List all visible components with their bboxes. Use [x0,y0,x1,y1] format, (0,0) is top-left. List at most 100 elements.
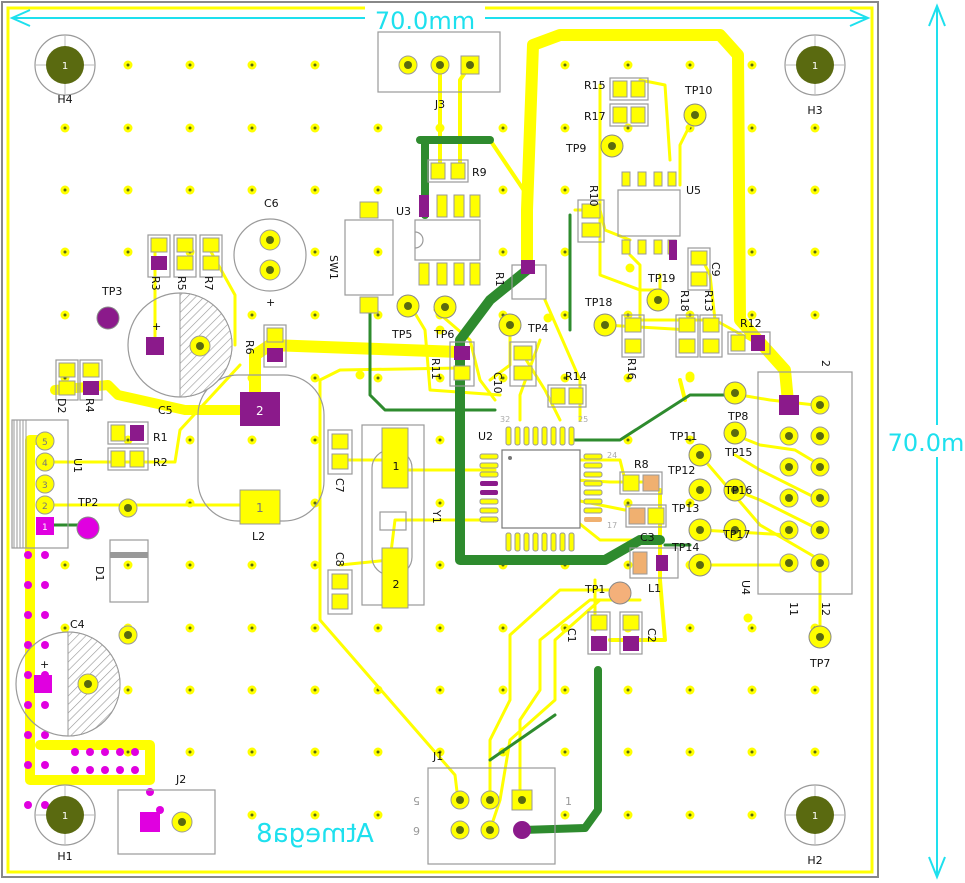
resistor-r18[interactable]: R18 [675,290,699,358]
thermal-via [41,641,49,649]
resistor-r17[interactable]: R17 [584,103,649,127]
ic-u3[interactable]: U3 [396,194,481,286]
inductor-l2[interactable]: 2 1 L2 [197,374,325,543]
via-hole [376,626,380,630]
via [625,263,635,273]
via-hole [626,438,630,442]
capacitor-c9[interactable]: C9 [669,240,722,291]
via-hole [563,188,567,192]
inductor-l1[interactable]: L1 [629,547,679,595]
via-hole [688,750,692,754]
capacitor-c8[interactable]: C8 [327,552,353,615]
connector-j3[interactable]: J3 [377,31,501,111]
via-hole [126,188,130,192]
u2-pin-left [479,507,499,514]
resistor-r11[interactable]: R11 [429,341,475,387]
connector-j2[interactable]: J2 [117,773,216,855]
thermal-via [24,671,32,679]
capacitor-c4[interactable]: + C4 [15,618,121,737]
l2-pin-2: 2 [256,404,264,418]
via-hole [188,688,192,692]
resistor-r16[interactable]: R16 [621,314,645,380]
crystal-y1[interactable]: 1 2 Y1 [361,424,443,609]
capacitor-c1[interactable]: C1 [565,611,611,655]
capacitor-c5[interactable]: + C5 [127,292,233,417]
tp-hole [816,633,824,641]
resistor-r12[interactable]: R12 [727,317,771,355]
switch-sw1[interactable]: SW1 [327,201,394,314]
capacitor-c6[interactable]: C6 + [233,197,307,309]
u2-pin-right [583,489,603,496]
label-tp1: TP1 [584,583,605,596]
via-hole [313,501,317,505]
c5-plus: + [152,320,161,333]
label-l2: L2 [252,530,265,543]
via-hole [188,63,192,67]
capacitor-c10[interactable]: C10 [491,341,537,394]
ic-u2-atmega8[interactable]: U2 32 25 24 17 [478,415,617,552]
u1-pin-2: 2 [42,502,48,512]
via-hole [313,313,317,317]
via-hole [188,626,192,630]
via [685,371,695,381]
resistor-r13[interactable]: R13 [699,290,723,358]
u2-pin-top [541,426,548,446]
capacitor-c7[interactable]: C7 [327,429,353,493]
u2-pin-right [583,471,603,478]
via-hole [813,250,817,254]
thermal-via [41,551,49,559]
label-u4: U4 [739,580,752,595]
label-tp2: TP2 [77,496,98,509]
via-hole [250,688,254,692]
resistor-r9[interactable]: R9 [427,159,487,183]
label-r15: R15 [584,79,606,92]
label-r14: R14 [565,370,587,383]
capacitor-c3[interactable]: C3 [625,504,667,544]
c6-plus: + [266,296,275,309]
via-hole [563,688,567,692]
via-hole [313,188,317,192]
label-tp19: TP19 [647,272,675,285]
thermal-via [24,701,32,709]
via-hole [126,438,130,442]
connector-j1[interactable]: 5 6 1 J1 [413,750,572,865]
resistor-r1[interactable]: R1 [107,421,168,445]
resistor-r14[interactable]: R14 [547,370,587,408]
via-hole [626,376,630,380]
tp-tp2[interactable] [76,516,100,540]
resistor-r10[interactable]: R10 [577,185,605,243]
u2-pin-right [584,517,602,522]
connector-u4[interactable]: 2 11 12 U4 [739,360,853,616]
label-c2: C2 [645,628,658,643]
label-c7: C7 [333,478,346,493]
thermal-via [101,748,109,756]
thermal-via [24,551,32,559]
resistor-r7[interactable]: R7 [199,234,223,291]
resistor-r3[interactable]: R3 [147,234,171,291]
label-u2: U2 [478,430,493,443]
tp-tp1[interactable] [608,581,632,605]
dimension-width-label: 70.0mm [375,7,475,35]
connector-u1[interactable]: 5 4 3 2 1 U1 [11,419,84,549]
resistor-r6[interactable]: R6 [243,324,287,368]
resistor-r2[interactable]: R2 [107,447,168,471]
tp-hole [696,561,704,569]
label-r13: R13 [702,290,715,312]
capacitor-c2[interactable]: C2 [619,611,658,655]
via-hole [63,250,67,254]
via-hole [438,438,442,442]
via-hole [501,188,505,192]
via-hole [126,750,130,754]
resistor-r8[interactable]: R8 [619,458,663,495]
resistor-r5[interactable]: R5 [173,234,197,291]
diode-d1[interactable]: D1 [93,498,149,645]
tp-tp3[interactable] [96,306,120,330]
diode-d2[interactable]: D2 [55,359,79,413]
resistor-r15[interactable]: R15 [584,77,649,101]
via-hole [126,126,130,130]
via-hole [126,63,130,67]
resistor-r4[interactable]: R4 [79,359,103,413]
u2-pin-top [514,426,521,446]
via-hole [250,438,254,442]
thermal-via [116,748,124,756]
